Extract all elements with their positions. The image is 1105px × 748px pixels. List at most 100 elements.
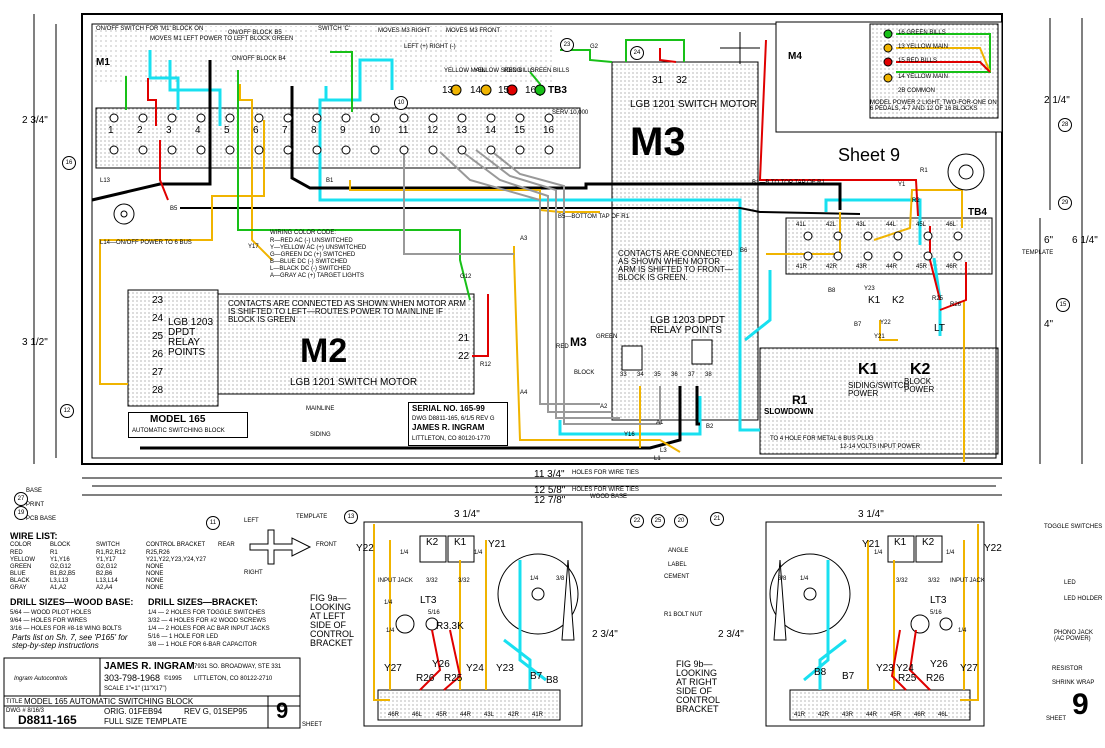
callout-bubble: 16: [62, 156, 76, 170]
bracket-a-k1: K1: [454, 537, 467, 548]
bracket-b-terminal: 46R: [914, 712, 926, 718]
k2-small: K2: [892, 295, 905, 306]
legend-r1: R1 BOLT NUT: [664, 612, 703, 618]
bracket-a-wire: R26: [416, 673, 435, 684]
wire-label: Y16: [624, 432, 635, 438]
legend-toggle: TOGGLE SWITCHES: [1044, 524, 1103, 530]
bracket-b-wire: Y23: [876, 663, 894, 674]
wire-list-cell: A2,A4: [96, 585, 113, 591]
drill-bracket-3: 5/16 — 1 HOLE FOR LED: [148, 634, 219, 640]
note-moves-left: MOVES M1 LEFT POWER TO LEFT BLOCK GREEN: [150, 36, 294, 42]
m4-bus-1: 13 YELLOW MAIN: [898, 44, 948, 50]
m3-pin-32: 32: [676, 75, 688, 86]
tb3-terminal-1: 1: [108, 125, 114, 136]
wire-list-cell: NONE: [146, 564, 164, 570]
m2-mainline: MAINLINE: [306, 406, 335, 412]
wire-list-header: SWITCH: [96, 542, 120, 548]
bracket-b-terminal: 43R: [842, 712, 854, 718]
m2-pin-22: 22: [458, 351, 470, 362]
wire-label: A1: [656, 420, 664, 426]
tb3-screw: [196, 145, 206, 155]
note-on-off-m1: ON/OFF SWITCH FOR 'M1' BLOCK ON: [96, 26, 204, 32]
m2-pin-25: 25: [152, 331, 164, 342]
wire-label: Y23: [864, 286, 875, 292]
bracket-b-terminal: 42R: [818, 712, 830, 718]
tb3-screw: [399, 145, 409, 155]
bracket-a-terminal: 41R: [532, 712, 544, 718]
wire-black-5: [695, 386, 700, 426]
bracket-a-wire: Y22: [356, 543, 374, 554]
k2-sub: BLOCK POWER: [904, 377, 935, 394]
tb3-screw: [544, 145, 554, 155]
tb3-screw: [457, 145, 467, 155]
m3-motor-label: LGB 1201 SWITCH MOTOR: [630, 99, 758, 110]
m3-block-green: GREEN: [596, 334, 618, 340]
wire-label: B5—BOTTOM TAP OF R1: [558, 214, 629, 220]
tb4-bottom-41R: 41R: [796, 264, 808, 270]
callout-bubble: 10: [394, 96, 408, 110]
title-rev: REV G, 01SEP95: [184, 707, 248, 716]
tb3-screw: [225, 113, 235, 123]
title-logo: Ingram Autocontrols: [14, 676, 68, 682]
compass-front: FRONT: [316, 542, 337, 548]
right-sheet-number: 9: [1072, 688, 1089, 721]
tb3-terminal-10: 10: [369, 125, 381, 136]
legend-phono: PHONO JACK (AC POWER): [1054, 630, 1094, 642]
m4-bus-3: 14 YELLOW MAIN: [898, 74, 948, 80]
r1-label: R1: [792, 393, 808, 407]
m2-pin-23: 23: [152, 295, 164, 306]
wire-label: B5: [170, 206, 178, 212]
legend-27: BASE: [26, 488, 43, 494]
m4-leds: [883, 29, 991, 83]
bracket-b-jack: INPUT JACK: [950, 578, 985, 584]
bracket-b-wire: R26: [926, 673, 945, 684]
tb4-top-43L: 43L: [856, 222, 867, 228]
tb3-terminal-9: 9: [340, 125, 346, 136]
bracket-b-wire: B8: [814, 667, 827, 678]
tb3-terminal-6: 6: [253, 125, 259, 136]
m3-block-sub: BLOCK: [574, 370, 595, 376]
bracket-b-wire: Y27: [960, 663, 978, 674]
bracket-b-size: 1/4: [874, 550, 883, 556]
color-code-line: Y—YELLOW AC (+) UNSWITCHED: [270, 245, 367, 251]
m4-led-yellow2: [883, 73, 893, 83]
callout-bubble: 11: [206, 516, 220, 530]
tb4-title: TB4: [968, 207, 987, 218]
bracket-b-terminal: 41R: [794, 712, 806, 718]
led-14: [480, 84, 492, 96]
legend-led: LED: [1064, 580, 1076, 586]
bracket-a-terminal: 46L: [412, 712, 423, 718]
lt-label: LT: [934, 323, 945, 334]
wire-green-5: [625, 39, 685, 62]
sheet-label: Sheet 9: [838, 145, 901, 165]
bracket-a-k2: K2: [426, 537, 439, 548]
wire-list-cell: BLACK: [10, 578, 30, 584]
led-label-13: YELLOW MAIN: [444, 68, 486, 74]
wire-yellow-9: [879, 320, 898, 341]
wire-yellow-4: [513, 246, 681, 453]
title-city: LITTLETON, CO 80122-2710: [194, 676, 273, 682]
wire-black-1: [91, 60, 212, 202]
wire-list-cell: RED: [10, 550, 23, 556]
m4-note: MODEL POWER 2 LIGHT, TWO-FOR-ONE ON 6 PE…: [870, 100, 997, 112]
wire-label: R1: [920, 168, 928, 174]
k1-sub: SIDING/SWITCH POWER: [848, 381, 910, 398]
bracket-a-size: 1/4: [386, 628, 395, 634]
wire-black-3: [180, 207, 861, 215]
bracket-b-size: 3/8: [778, 576, 787, 582]
wire-list-cell: NONE: [146, 585, 164, 591]
wire-list-cell: Y1,Y16: [50, 557, 70, 563]
callout-bubble: 28: [1058, 118, 1072, 132]
bracket-a-size: 1/4: [530, 576, 539, 582]
led-16: [534, 84, 546, 96]
bracket-a-size: 5/16: [428, 610, 440, 616]
m2-pin-28: 28: [152, 385, 164, 396]
wire-label: A3: [520, 236, 528, 242]
bracket-b-size: 1/4: [946, 550, 955, 556]
compass-right: RIGHT: [244, 570, 263, 576]
tb3-screw: [457, 113, 467, 123]
wire-label: A2: [600, 404, 608, 410]
fig-b: FIG 9b— LOOKING AT RIGHT SIDE OF CONTROL…: [676, 659, 720, 714]
serial-number: SERIAL NO. 165-99: [412, 404, 485, 413]
